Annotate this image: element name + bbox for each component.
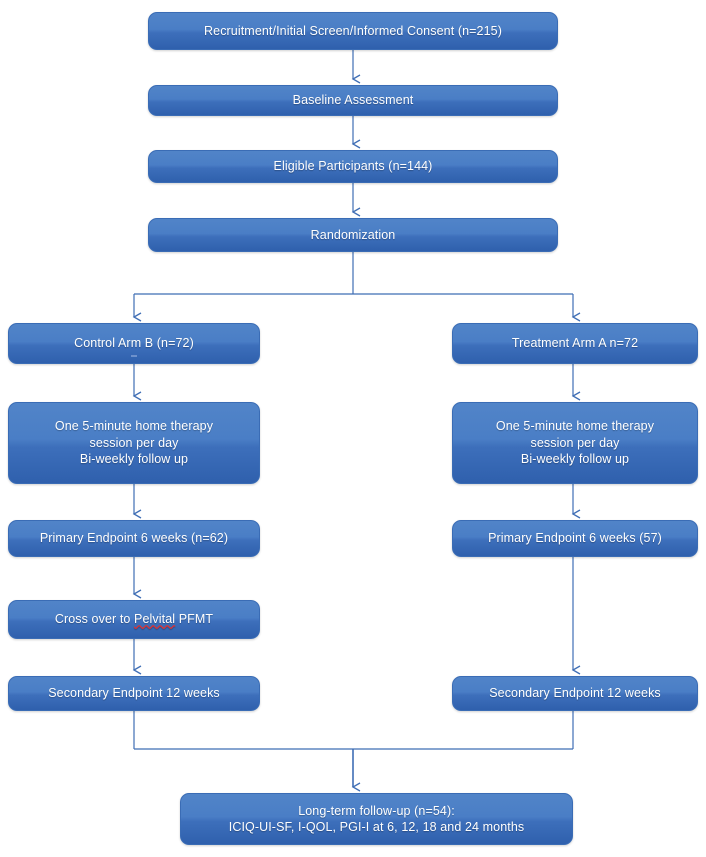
node-control-arm[interactable]: Control Arm B (n=72)	[8, 323, 260, 364]
node-treatment-therapy-line1: One 5-minute home therapy	[495, 419, 655, 434]
node-eligible-participants[interactable]: Eligible Participants (n=144)	[148, 150, 558, 183]
node-eligible-participants-label: Eligible Participants (n=144)	[273, 159, 433, 174]
node-control-therapy-line1: One 5-minute home therapy	[54, 419, 214, 434]
node-treatment-secondary-endpoint[interactable]: Secondary Endpoint 12 weeks	[452, 676, 698, 711]
node-control-therapy-line2: session per day	[89, 435, 179, 450]
crossover-prefix: Cross over to	[54, 612, 135, 627]
node-baseline-assessment-label: Baseline Assessment	[292, 93, 414, 108]
node-control-secondary-endpoint-label: Secondary Endpoint 12 weeks	[48, 686, 220, 701]
node-treatment-primary-endpoint-label: Primary Endpoint 6 weeks (57)	[488, 531, 662, 546]
node-control-arm-label: Control Arm B (n=72)	[74, 336, 194, 351]
node-crossover-label: Cross over to Pelvital PFMT	[55, 611, 213, 628]
node-treatment-therapy[interactable]: One 5-minute home therapy session per da…	[452, 402, 698, 484]
crossover-suffix: PFMT	[175, 612, 214, 627]
node-control-secondary-endpoint[interactable]: Secondary Endpoint 12 weeks	[8, 676, 260, 711]
node-longterm-followup[interactable]: Long-term follow-up (n=54): ICIQ-UI-SF, …	[180, 793, 573, 845]
node-treatment-primary-endpoint[interactable]: Primary Endpoint 6 weeks (57)	[452, 520, 698, 557]
node-randomization-label: Randomization	[310, 227, 396, 242]
node-treatment-therapy-line2: session per day	[530, 435, 620, 450]
crossover-misspelled-word: Pelvital	[134, 612, 176, 627]
node-randomization[interactable]: Randomization	[148, 218, 558, 252]
node-crossover[interactable]: Cross over to Pelvital PFMT	[8, 600, 260, 639]
node-recruitment[interactable]: Recruitment/Initial Screen/Informed Cons…	[148, 12, 558, 50]
node-control-therapy[interactable]: One 5-minute home therapy session per da…	[8, 402, 260, 484]
stray-mark-artifact	[131, 355, 137, 357]
node-baseline-assessment[interactable]: Baseline Assessment	[148, 85, 558, 116]
node-control-primary-endpoint[interactable]: Primary Endpoint 6 weeks (n=62)	[8, 520, 260, 557]
node-treatment-secondary-endpoint-label: Secondary Endpoint 12 weeks	[489, 686, 661, 701]
node-treatment-arm-label: Treatment Arm A n=72	[511, 336, 639, 351]
node-longterm-followup-line2: ICIQ-UI-SF, I-QOL, PGI-I at 6, 12, 18 an…	[228, 820, 525, 834]
node-control-therapy-line3: Bi-weekly follow up	[79, 452, 189, 467]
node-control-primary-endpoint-label: Primary Endpoint 6 weeks (n=62)	[39, 531, 229, 546]
node-treatment-arm[interactable]: Treatment Arm A n=72	[452, 323, 698, 364]
node-longterm-followup-line1: Long-term follow-up (n=54):	[298, 803, 455, 818]
node-treatment-therapy-line3: Bi-weekly follow up	[520, 452, 630, 467]
node-recruitment-label: Recruitment/Initial Screen/Informed Cons…	[204, 23, 502, 38]
